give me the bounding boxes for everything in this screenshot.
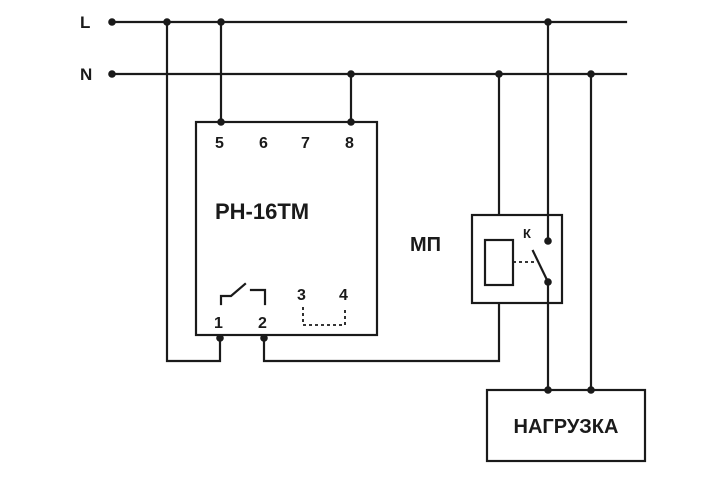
- terminal-7-label: 7: [301, 135, 310, 152]
- contact-K-blade: [531, 249, 550, 284]
- relay-model-label: РН-16ТМ: [215, 199, 309, 224]
- terminal-5-label: 5: [215, 135, 224, 152]
- contact-K-label: К: [523, 226, 531, 241]
- load-box: [485, 388, 647, 463]
- relay-body: [194, 120, 379, 337]
- terminal-5-dot: [217, 118, 225, 126]
- neutral-terminal-dot: [108, 70, 116, 78]
- terminal-1-label: 1: [214, 315, 223, 332]
- relay-contact-2-stub: [249, 288, 267, 306]
- wire-L-to-terminal-1: [165, 20, 222, 363]
- contactor-label: МП: [410, 234, 441, 256]
- terminal-8-label: 8: [345, 135, 354, 152]
- load-label: НАГРУЗКА: [514, 416, 619, 438]
- terminal-1-dot: [216, 334, 224, 342]
- phase-terminal-dot: [108, 18, 116, 26]
- terminal-8-dot: [347, 118, 355, 126]
- phase-label: L: [80, 13, 90, 32]
- terminal-4-label: 4: [339, 287, 348, 304]
- terminal-2-label: 2: [258, 315, 267, 332]
- neutral-label: N: [80, 65, 92, 84]
- load-terminal-1-dot: [544, 386, 552, 394]
- relay-contact-3-4-dashed: [302, 307, 346, 326]
- contactor-coil: [483, 238, 515, 287]
- load-terminal-2-dot: [587, 386, 595, 394]
- terminal-3-label: 3: [297, 287, 306, 304]
- relay-contact-1-lever: [219, 282, 247, 306]
- terminal-6-label: 6: [259, 135, 268, 152]
- wire-terminal-2-to-coil: [262, 283, 501, 363]
